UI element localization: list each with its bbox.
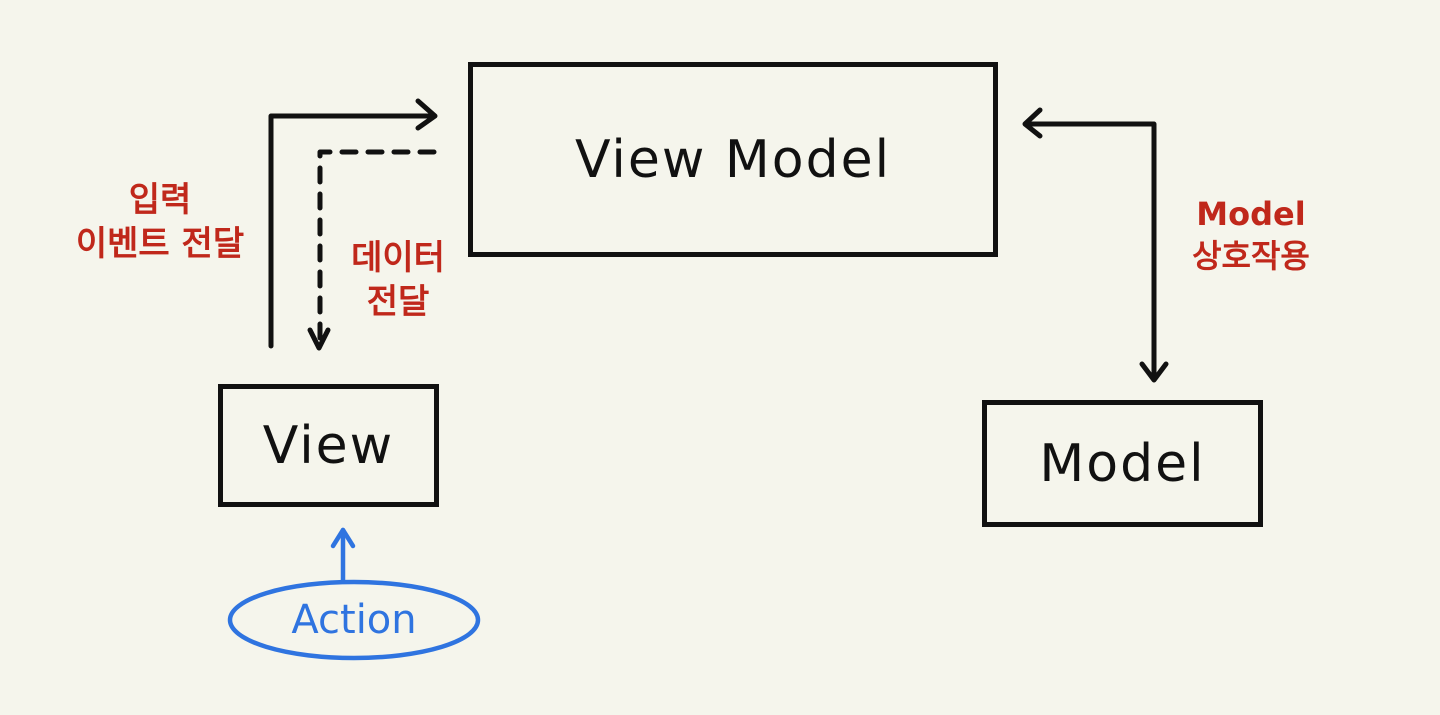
model-box: Model <box>982 400 1263 527</box>
model-interaction-note-line1: Model <box>1196 195 1306 233</box>
model-label: Model <box>1039 433 1206 494</box>
model-interaction-note: Model 상호작용 <box>1176 194 1326 277</box>
input-event-arrow <box>268 98 438 349</box>
model-interaction-arrow <box>1022 107 1169 383</box>
action-label: Action <box>291 597 417 643</box>
input-event-note-line2: 이벤트 전달 <box>75 224 245 265</box>
action-arrow <box>330 527 356 583</box>
view-model-label: View Model <box>574 129 892 190</box>
data-note-line2: 전달 <box>366 282 430 323</box>
model-interaction-note-line2: 상호작용 <box>1192 236 1310 275</box>
view-label: View <box>262 415 395 476</box>
input-event-note: 입력 이벤트 전달 <box>62 178 258 266</box>
data-note: 데이터 전달 <box>336 236 460 324</box>
view-model-box: View Model <box>468 62 998 257</box>
data-binding-arrow <box>307 149 437 351</box>
view-box: View <box>218 384 439 507</box>
input-event-note-line1: 입력 <box>128 180 192 220</box>
action-ellipse <box>227 579 481 661</box>
data-note-line1: 데이터 <box>351 238 445 278</box>
